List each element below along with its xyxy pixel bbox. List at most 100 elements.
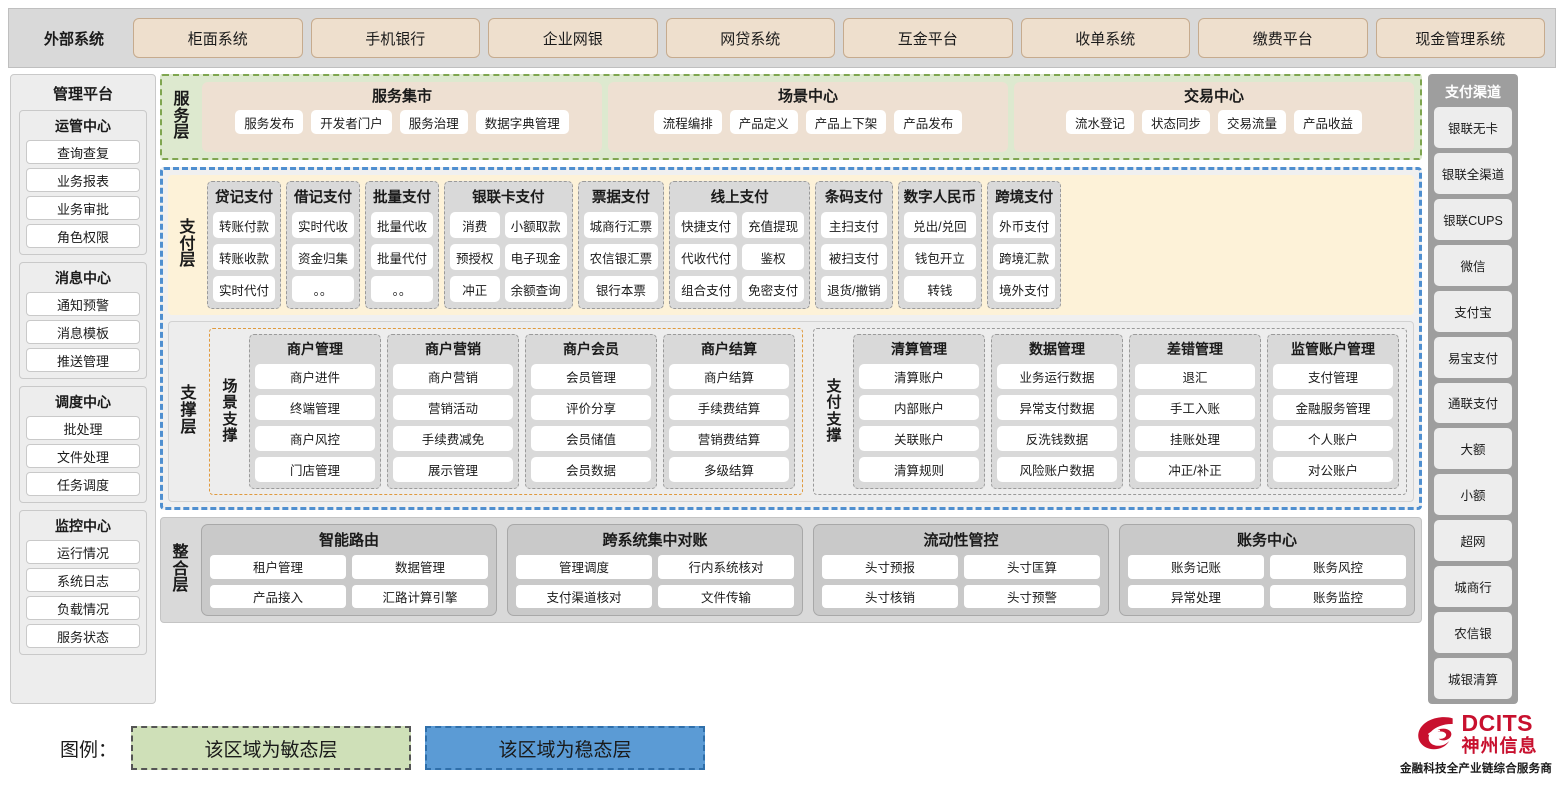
integration-item[interactable]: 头寸匡算 — [964, 555, 1100, 579]
channel-item[interactable]: 易宝支付 — [1434, 337, 1512, 378]
support-item[interactable]: 商户营销 — [393, 364, 513, 389]
support-item[interactable]: 冲正/补正 — [1135, 457, 1255, 482]
management-item[interactable]: 运行情况 — [26, 540, 140, 564]
service-item[interactable]: 服务发布 — [235, 110, 303, 134]
channel-item[interactable]: 城银清算 — [1434, 658, 1512, 699]
payment-item[interactable]: 钱包开立 — [904, 244, 977, 270]
support-item[interactable]: 支付管理 — [1273, 364, 1393, 389]
support-item[interactable]: 营销费结算 — [669, 426, 789, 451]
integration-item[interactable]: 支付渠道核对 — [516, 585, 652, 609]
integration-item[interactable]: 汇路计算引擎 — [352, 585, 488, 609]
channel-item[interactable]: 大额 — [1434, 428, 1512, 469]
channel-item[interactable]: 支付宝 — [1434, 291, 1512, 332]
management-item[interactable]: 业务报表 — [26, 168, 140, 192]
support-item[interactable]: 会员管理 — [531, 364, 651, 389]
channel-item[interactable]: 农信银 — [1434, 612, 1512, 653]
external-system-item[interactable]: 收单系统 — [1021, 18, 1191, 58]
payment-item[interactable]: 外币支付 — [993, 212, 1055, 238]
management-item[interactable]: 系统日志 — [26, 568, 140, 592]
payment-item[interactable]: 电子现金 — [505, 244, 567, 270]
support-item[interactable]: 手续费结算 — [669, 395, 789, 420]
channel-item[interactable]: 微信 — [1434, 245, 1512, 286]
integration-item[interactable]: 头寸预警 — [964, 585, 1100, 609]
management-item[interactable]: 推送管理 — [26, 348, 140, 372]
channel-item[interactable]: 城商行 — [1434, 566, 1512, 607]
payment-item[interactable]: 境外支付 — [993, 276, 1055, 302]
service-item[interactable]: 产品收益 — [1294, 110, 1362, 134]
payment-item[interactable]: 城商行汇票 — [584, 212, 659, 238]
payment-item[interactable]: 。。 — [371, 276, 433, 302]
payment-item[interactable]: 农信银汇票 — [584, 244, 659, 270]
payment-item[interactable]: 批量代付 — [371, 244, 433, 270]
management-item[interactable]: 通知预警 — [26, 292, 140, 316]
support-item[interactable]: 商户风控 — [255, 426, 375, 451]
integration-item[interactable]: 账务风控 — [1270, 555, 1406, 579]
channel-item[interactable]: 通联支付 — [1434, 383, 1512, 424]
support-item[interactable]: 清算账户 — [859, 364, 979, 389]
management-item[interactable]: 任务调度 — [26, 472, 140, 496]
service-item[interactable]: 服务治理 — [400, 110, 468, 134]
integration-item[interactable]: 异常处理 — [1128, 585, 1264, 609]
support-item[interactable]: 手工入账 — [1135, 395, 1255, 420]
service-item[interactable]: 产品发布 — [894, 110, 962, 134]
channel-item[interactable]: 银联无卡 — [1434, 107, 1512, 148]
integration-item[interactable]: 头寸预报 — [822, 555, 958, 579]
support-item[interactable]: 金融服务管理 — [1273, 395, 1393, 420]
external-system-item[interactable]: 手机银行 — [311, 18, 481, 58]
support-item[interactable]: 清算规则 — [859, 457, 979, 482]
channel-item[interactable]: 银联CUPS — [1434, 199, 1512, 240]
integration-item[interactable]: 账务记账 — [1128, 555, 1264, 579]
management-item[interactable]: 服务状态 — [26, 624, 140, 648]
payment-item[interactable]: 被扫支付 — [821, 244, 886, 270]
support-item[interactable]: 展示管理 — [393, 457, 513, 482]
payment-item[interactable]: 退货/撤销 — [821, 276, 886, 302]
support-item[interactable]: 异常支付数据 — [997, 395, 1117, 420]
channel-item[interactable]: 小额 — [1434, 474, 1512, 515]
payment-item[interactable]: 转钱 — [904, 276, 977, 302]
integration-item[interactable]: 管理调度 — [516, 555, 652, 579]
payment-item[interactable]: 。。 — [292, 276, 354, 302]
support-item[interactable]: 营销活动 — [393, 395, 513, 420]
payment-item[interactable]: 资金归集 — [292, 244, 354, 270]
external-system-item[interactable]: 缴费平台 — [1198, 18, 1368, 58]
payment-item[interactable]: 预授权 — [450, 244, 500, 270]
support-item[interactable]: 反洗钱数据 — [997, 426, 1117, 451]
support-item[interactable]: 多级结算 — [669, 457, 789, 482]
integration-item[interactable]: 文件传输 — [658, 585, 794, 609]
channel-item[interactable]: 超网 — [1434, 520, 1512, 561]
payment-item[interactable]: 冲正 — [450, 276, 500, 302]
integration-item[interactable]: 租户管理 — [210, 555, 346, 579]
support-item[interactable]: 业务运行数据 — [997, 364, 1117, 389]
payment-item[interactable]: 实时代收 — [292, 212, 354, 238]
payment-item[interactable]: 批量代收 — [371, 212, 433, 238]
payment-item[interactable]: 消费 — [450, 212, 500, 238]
integration-item[interactable]: 数据管理 — [352, 555, 488, 579]
service-item[interactable]: 流程编排 — [654, 110, 722, 134]
payment-item[interactable]: 兑出/兑回 — [904, 212, 977, 238]
support-item[interactable]: 门店管理 — [255, 457, 375, 482]
payment-item[interactable]: 余额查询 — [505, 276, 567, 302]
payment-item[interactable]: 实时代付 — [213, 276, 275, 302]
payment-item[interactable]: 充值提现 — [742, 212, 804, 238]
support-item[interactable]: 内部账户 — [859, 395, 979, 420]
support-item[interactable]: 个人账户 — [1273, 426, 1393, 451]
external-system-item[interactable]: 柜面系统 — [133, 18, 303, 58]
payment-item[interactable]: 免密支付 — [742, 276, 804, 302]
service-item[interactable]: 开发者门户 — [311, 110, 392, 134]
payment-item[interactable]: 转账收款 — [213, 244, 275, 270]
external-system-item[interactable]: 网贷系统 — [666, 18, 836, 58]
management-item[interactable]: 业务审批 — [26, 196, 140, 220]
integration-item[interactable]: 行内系统核对 — [658, 555, 794, 579]
external-system-item[interactable]: 企业网银 — [488, 18, 658, 58]
service-item[interactable]: 产品定义 — [730, 110, 798, 134]
management-item[interactable]: 文件处理 — [26, 444, 140, 468]
management-item[interactable]: 负载情况 — [26, 596, 140, 620]
service-item[interactable]: 产品上下架 — [806, 110, 887, 134]
channel-item[interactable]: 银联全渠道 — [1434, 153, 1512, 194]
support-item[interactable]: 挂账处理 — [1135, 426, 1255, 451]
support-item[interactable]: 会员储值 — [531, 426, 651, 451]
payment-item[interactable]: 银行本票 — [584, 276, 659, 302]
management-item[interactable]: 批处理 — [26, 416, 140, 440]
integration-item[interactable]: 产品接入 — [210, 585, 346, 609]
service-item[interactable]: 流水登记 — [1066, 110, 1134, 134]
